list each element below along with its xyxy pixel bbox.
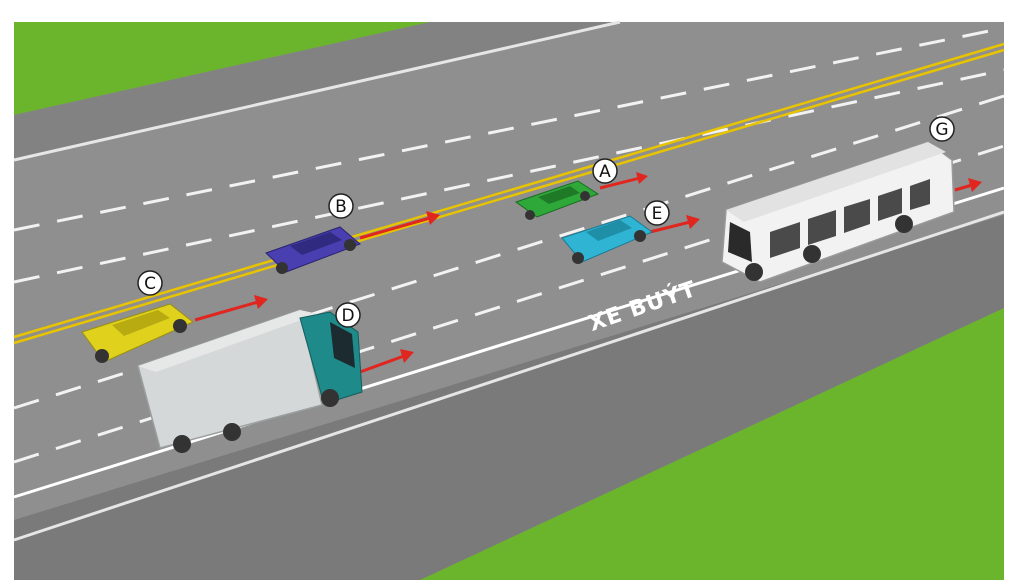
svg-text:C: C xyxy=(144,274,156,294)
car-a xyxy=(514,180,600,220)
center-line-yellow-1 xyxy=(13,42,1005,339)
svg-text:E: E xyxy=(652,204,663,224)
truck-d xyxy=(137,309,363,453)
road-edge-bottom xyxy=(13,210,1005,542)
arrow-d xyxy=(359,349,414,374)
label-c: C xyxy=(137,270,163,296)
svg-text:D: D xyxy=(341,306,354,326)
lane-divider-upper-2 xyxy=(13,68,1005,284)
label-g: G xyxy=(929,116,955,142)
label-d: D xyxy=(335,302,361,328)
arrow-g xyxy=(954,178,982,192)
arrow-e xyxy=(649,215,700,234)
svg-text:A: A xyxy=(599,162,611,182)
lane-divider-upper-1 xyxy=(13,26,1005,232)
car-b xyxy=(265,226,361,274)
label-b: B xyxy=(328,193,354,219)
center-line-yellow-2 xyxy=(13,48,1005,345)
svg-text:G: G xyxy=(935,120,948,140)
lower-shoulder xyxy=(14,215,1004,580)
arrow-c xyxy=(194,295,268,322)
road-edge-top xyxy=(13,20,621,162)
label-e: E xyxy=(644,200,670,226)
car-c xyxy=(81,303,194,363)
arrow-a xyxy=(599,172,648,190)
svg-text:B: B xyxy=(335,197,347,217)
arrow-b xyxy=(359,211,440,240)
car-e xyxy=(561,215,654,264)
bus-g xyxy=(721,141,955,283)
label-a: A xyxy=(592,158,618,184)
